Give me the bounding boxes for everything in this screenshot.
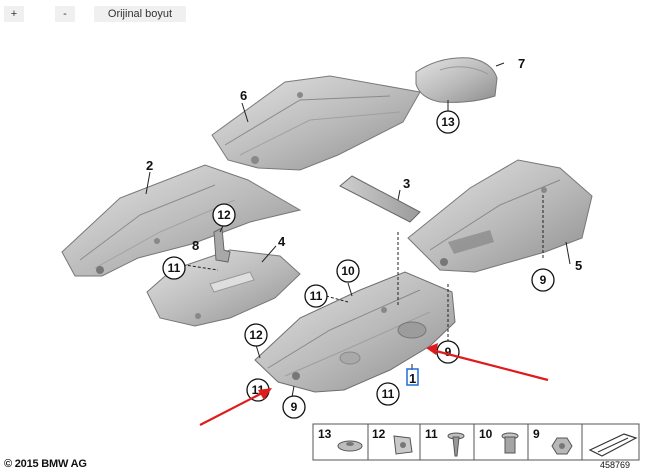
svg-text:12: 12 <box>217 208 231 222</box>
part-1-main-underbody-panel <box>254 271 456 393</box>
svg-text:9: 9 <box>445 345 452 359</box>
svg-text:9: 9 <box>291 400 298 414</box>
part-3-foil-strip <box>339 175 421 223</box>
image-number: 458769 <box>600 460 631 470</box>
solid-leaders <box>145 62 571 398</box>
svg-text:13: 13 <box>441 115 455 129</box>
svg-text:11: 11 <box>382 387 395 401</box>
part-5-underbody-panel <box>407 159 593 273</box>
part-7-shield <box>415 57 498 103</box>
callout-11-mid: 11 <box>304 284 328 308</box>
underbody-view-icon <box>588 433 638 457</box>
callout-9-right: 9 <box>531 268 555 292</box>
original-size-button[interactable]: Orijinal boyut <box>94 6 186 22</box>
svg-text:9: 9 <box>540 273 547 287</box>
label-part-6: 6 <box>240 88 247 103</box>
legend-label-9: 9 <box>533 427 540 441</box>
copyright-text: © 2015 BMW AG <box>4 458 87 470</box>
part-8-bracket <box>213 227 231 263</box>
svg-text:11: 11 <box>310 289 323 303</box>
label-part-2: 2 <box>146 158 153 173</box>
zoom-out-button[interactable]: - <box>55 6 75 22</box>
svg-text:11: 11 <box>168 261 181 275</box>
legend-label-12: 12 <box>372 427 386 441</box>
label-part-7: 7 <box>518 56 525 71</box>
callout-11-left: 11 <box>162 256 186 280</box>
callout-11-bottom-right: 11 <box>376 382 400 406</box>
callout-9-bottom: 9 <box>282 395 306 419</box>
viewer-toolbar: + - Orijinal boyut <box>0 0 648 28</box>
hardware-clip-icon <box>337 440 363 452</box>
label-part-4: 4 <box>278 234 286 249</box>
callout-13: 13 <box>436 110 460 134</box>
part-2-underbody-panel <box>61 164 302 277</box>
callout-10: 10 <box>336 259 360 283</box>
legend-label-11: 11 <box>425 427 438 441</box>
highlight-part-1-box[interactable] <box>406 368 419 386</box>
hex-nut-icon <box>551 437 573 455</box>
svg-text:12: 12 <box>249 328 263 342</box>
svg-text:10: 10 <box>341 264 355 278</box>
zoom-in-button[interactable]: + <box>4 6 24 22</box>
label-part-5: 5 <box>575 258 582 273</box>
parts-diagram: 7 6 2 3 4 8 5 1 13 12 11 9 10 11 12 9 11… <box>61 56 640 461</box>
spring-nut-icon <box>393 435 413 455</box>
legend-label-13: 13 <box>318 427 332 441</box>
label-part-3: 3 <box>403 176 410 191</box>
callout-12-bottom: 12 <box>244 323 268 347</box>
part-6-underbody-panel <box>211 75 421 171</box>
label-part-1[interactable]: 1 <box>409 371 416 386</box>
hardware-legend: 13 12 11 10 9 <box>312 423 640 461</box>
legend-label-10: 10 <box>479 427 493 441</box>
screw-icon <box>447 432 465 457</box>
red-arrows <box>199 343 549 426</box>
label-part-8: 8 <box>192 238 199 253</box>
callout-12-top: 12 <box>212 203 236 227</box>
rivet-icon <box>501 432 519 454</box>
